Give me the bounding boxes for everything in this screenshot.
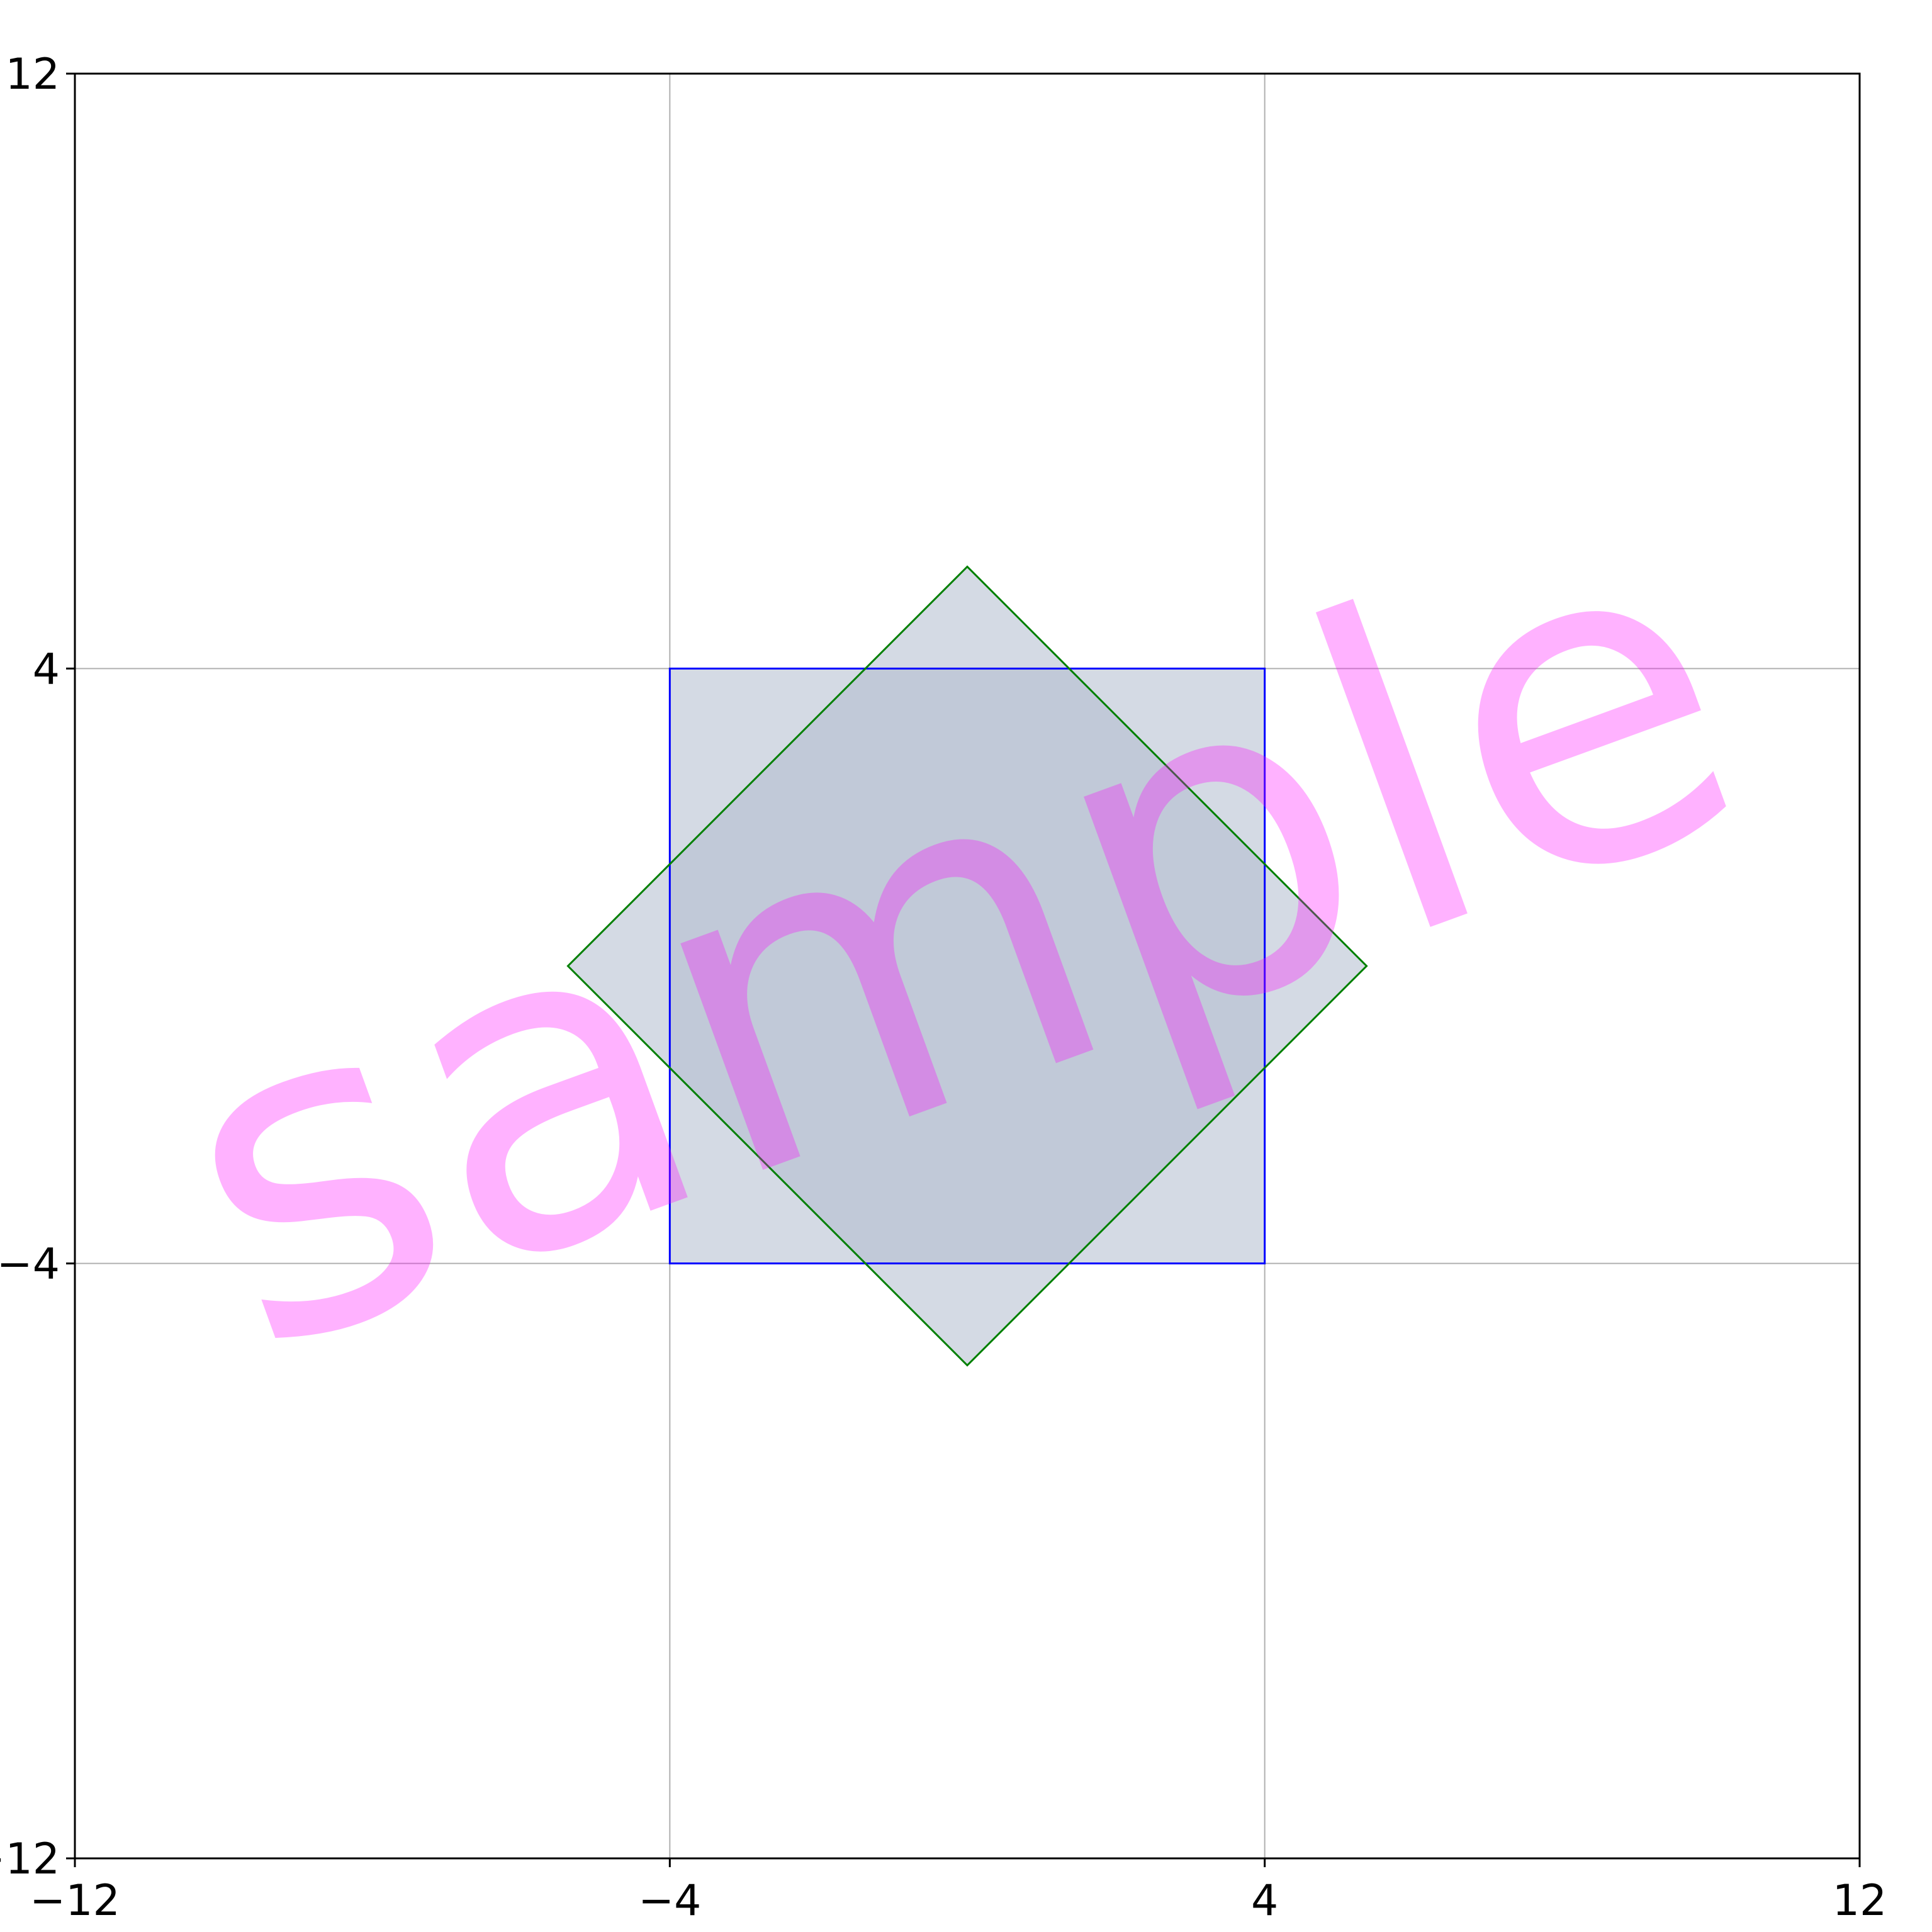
tick-labels: −12 −4 4 12 −12 −4 4 12 bbox=[0, 50, 1887, 1926]
y-tick-label: −12 bbox=[0, 1834, 60, 1884]
axes-frame bbox=[74, 72, 1861, 1860]
y-tick-label: 4 bbox=[33, 644, 60, 694]
rotated-square-outline bbox=[566, 565, 1368, 1367]
y-tick-label: −4 bbox=[0, 1240, 60, 1289]
axis-ticks bbox=[66, 72, 1861, 1867]
plot-shapes bbox=[566, 565, 1368, 1367]
square-outline bbox=[668, 667, 1266, 1265]
x-tick-label: 4 bbox=[1251, 1876, 1278, 1926]
x-tick-label: −12 bbox=[30, 1876, 120, 1926]
x-tick-label: 12 bbox=[1833, 1876, 1887, 1926]
y-tick-label: 12 bbox=[5, 50, 60, 99]
x-tick-label: −4 bbox=[638, 1876, 701, 1926]
